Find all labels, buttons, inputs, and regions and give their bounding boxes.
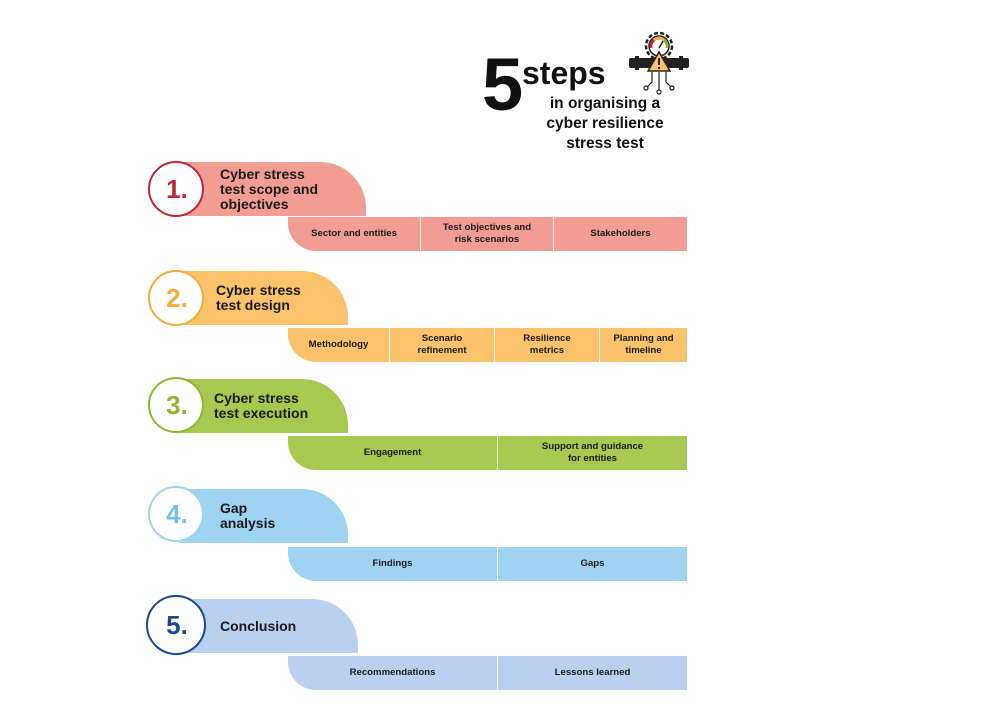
substep-test-objectives: Test objectives and risk scenarios	[420, 217, 553, 251]
header: 5 steps in organising a cyber resilience…	[482, 31, 722, 158]
step-2-number-badge: 2.	[148, 270, 204, 326]
step-2-title: Cyber stress test design	[216, 282, 301, 313]
step-3-tab: Cyber stress test execution	[178, 379, 348, 433]
gauge-warning-icon	[629, 31, 689, 95]
substep-scenario-refinement: Scenario refinement	[389, 328, 494, 362]
step-1-number: 1.	[166, 173, 188, 204]
subtitle-line: stress test	[566, 135, 644, 152]
step-1-number-badge: 1.	[148, 161, 204, 217]
substep-findings: Findings	[372, 558, 413, 569]
step-4-title: Gap analysis	[220, 500, 276, 531]
step-3-number: 3.	[166, 389, 188, 420]
substep-methodology: Methodology	[308, 339, 369, 350]
step-3-title: Cyber stress test execution	[214, 390, 309, 421]
step-2-substeps: Methodology Scenario refinement Resilien…	[288, 328, 687, 362]
step-5-number-badge: 5.	[146, 595, 206, 655]
header-subtitle: in organising a cyber resilience stress …	[532, 94, 678, 154]
step-5-title: Conclusion	[220, 617, 297, 634]
step-5-tab: Conclusion	[178, 599, 358, 653]
subtitle-line: in organising a	[549, 95, 661, 112]
substep-stakeholders: Stakeholders	[553, 217, 687, 251]
subtitle-line: cyber resilience	[546, 115, 664, 132]
step-3-number-badge: 3.	[148, 377, 204, 433]
step-3-substeps: Engagement Support and guidance for enti…	[288, 436, 687, 470]
substep-resilience-metrics: Resilience metrics	[494, 328, 599, 362]
header-steps-word: steps	[522, 55, 606, 91]
substep-lessons-learned: Lessons learned	[497, 656, 687, 690]
step-4-number: 4.	[166, 498, 188, 529]
step-1-substeps: Sector and entities Test objectives and …	[288, 217, 687, 251]
header-number: 5	[482, 43, 523, 126]
step-4-substeps: Findings Gaps	[288, 547, 687, 581]
step-1-tab: Cyber stress test scope and objectives	[178, 162, 366, 216]
substep-gaps: Gaps	[497, 547, 687, 581]
substep-support-and-guidance: Support and guidance for entities	[497, 436, 687, 470]
step-5-number: 5.	[166, 609, 188, 640]
step-1-title: Cyber stress test scope and objectives	[220, 165, 319, 212]
step-4-tab: Gap analysis	[178, 489, 348, 543]
substep-sector-and-entities: Sector and entities	[311, 228, 397, 239]
step-4-number-badge: 4.	[148, 486, 204, 542]
step-5-substeps: Recommendations Lessons learned	[288, 656, 687, 690]
substep-engagement: Engagement	[363, 447, 422, 458]
substep-planning-and-timeline: Planning and timeline	[599, 328, 687, 362]
substep-recommendations: Recommendations	[349, 667, 436, 678]
step-2-tab: Cyber stress test design	[178, 271, 348, 325]
step-2-number: 2.	[166, 282, 188, 313]
